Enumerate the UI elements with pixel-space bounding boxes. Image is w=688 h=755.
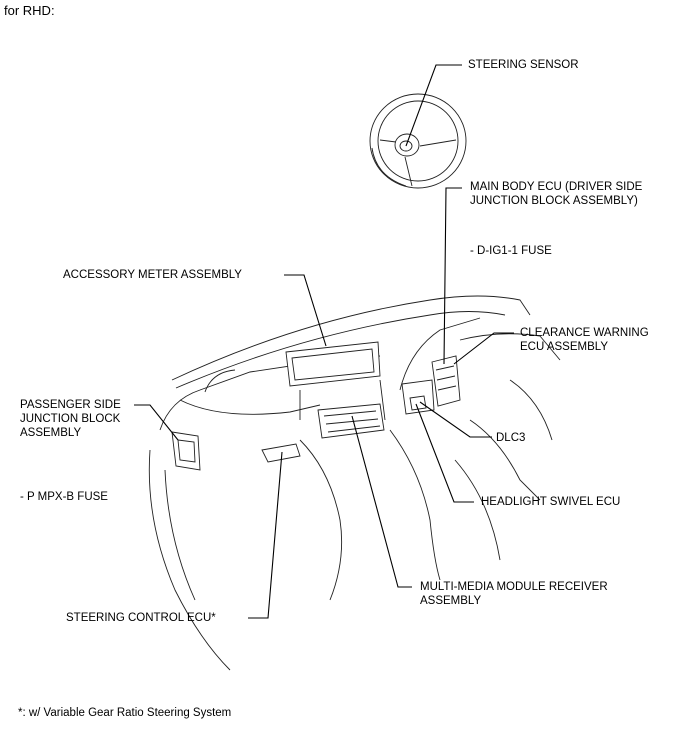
label-d-ig1-fuse: - D-IG1-1 FUSE: [470, 245, 552, 257]
label-passenger-jb-line2: JUNCTION BLOCK: [20, 413, 121, 425]
main-body-ecu-drawing: [431, 355, 461, 407]
label-accessory-meter: ACCESSORY METER ASSEMBLY: [63, 269, 242, 281]
headlight-swivel-dlc3-drawing: [401, 379, 435, 415]
label-passenger-jb-line1: PASSENGER SIDE: [20, 399, 121, 411]
label-dlc3: DLC3: [496, 432, 526, 444]
label-p-mpx-fuse: - P MPX-B FUSE: [20, 491, 108, 503]
steering-control-ecu-drawing: [261, 443, 301, 463]
dashboard-drawing: [148, 295, 561, 671]
steering-wheel-drawing: [369, 93, 467, 189]
label-main-body-ecu-line2: JUNCTION BLOCK ASSEMBLY): [470, 195, 638, 207]
leader-lines: [134, 64, 514, 619]
accessory-meter-drawing: [285, 341, 381, 387]
label-multimedia-line1: MULTI-MEDIA MODULE RECEIVER: [420, 581, 608, 593]
label-main-body-ecu-line1: MAIN BODY ECU (DRIVER SIDE: [470, 181, 643, 193]
label-clearance-warning-line2: ECU ASSEMBLY: [520, 341, 608, 353]
passenger-junction-block-drawing: [171, 431, 201, 471]
footnote: *: w/ Variable Gear Ratio Steering Syste…: [18, 707, 232, 719]
label-headlight-swivel-ecu: HEADLIGHT SWIVEL ECU: [481, 496, 621, 508]
label-clearance-warning-line1: CLEARANCE WARNING: [520, 327, 649, 339]
label-passenger-jb-line3: ASSEMBLY: [20, 427, 82, 439]
label-steering-control-ecu: STEERING CONTROL ECU*: [66, 612, 216, 624]
multimedia-receiver-drawing: [317, 403, 385, 439]
label-multimedia-line2: ASSEMBLY: [420, 595, 482, 607]
page-header: for RHD:: [4, 3, 55, 18]
label-steering-sensor: STEERING SENSOR: [468, 59, 579, 71]
